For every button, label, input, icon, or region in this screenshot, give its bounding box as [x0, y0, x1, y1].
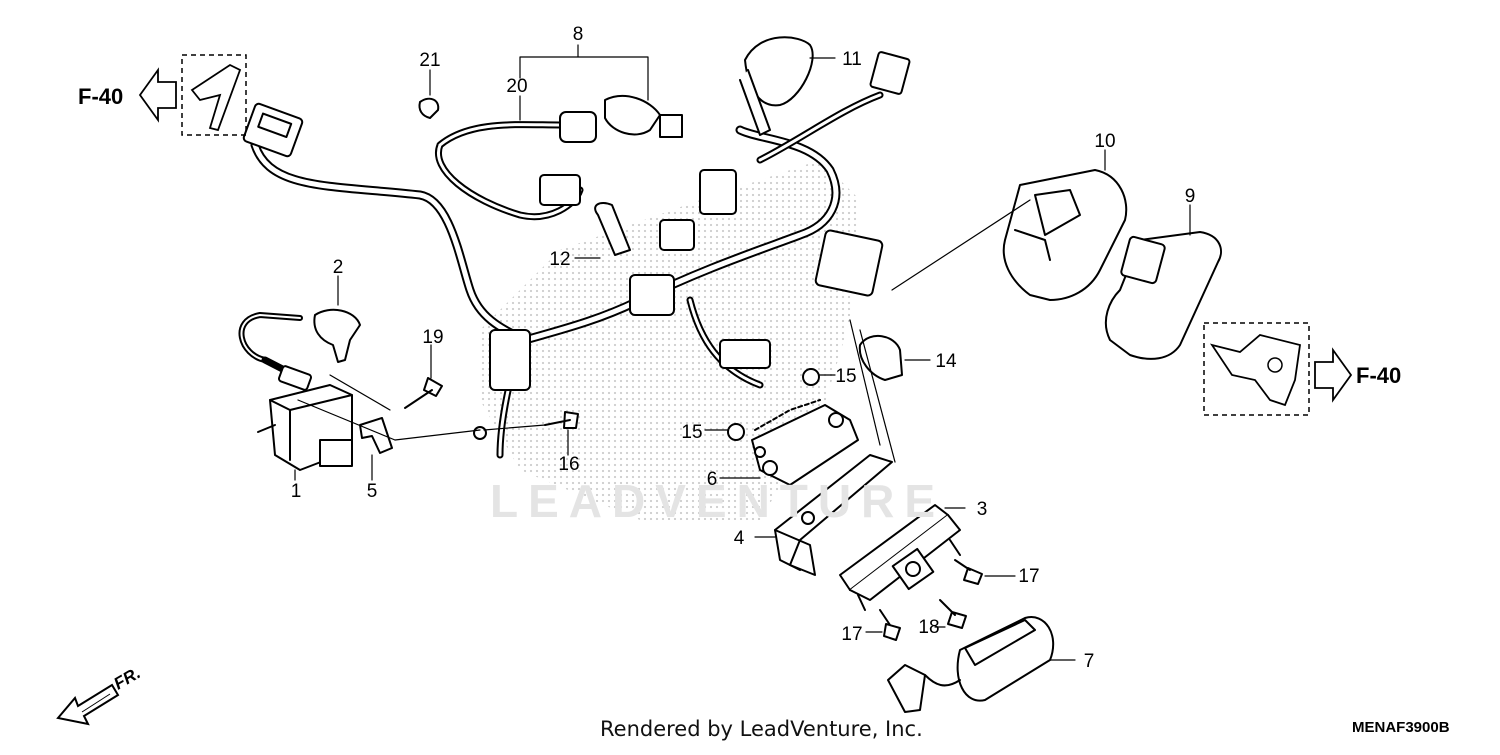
callout-18: 18 [918, 617, 939, 638]
callout-2: 2 [333, 257, 344, 278]
part-21-clip [418, 97, 440, 119]
arrow-left-icon [138, 67, 177, 123]
part-18-bolt [939, 599, 967, 629]
arrow-right-icon [1314, 347, 1353, 403]
part-6-regulator [751, 399, 859, 486]
callout-19: 19 [422, 327, 443, 348]
part-17-bolt-right [954, 559, 983, 585]
ref-left-label: F-40 [78, 84, 123, 109]
leader-lines [294, 44, 1191, 661]
part-15-washer-top [802, 368, 820, 386]
part-4-bracket [774, 454, 893, 576]
callout-14: 14 [935, 351, 957, 372]
front-arrow-icon [56, 683, 120, 726]
callout-20: 20 [506, 76, 527, 97]
callout-5: 5 [367, 481, 378, 502]
part-16-bolt [544, 411, 579, 429]
callout-4: 4 [734, 528, 745, 549]
part-2-plug-cap [238, 308, 361, 391]
watermark: LEADVENTURE [490, 475, 946, 527]
part-3-bracket [839, 504, 961, 611]
callout-10: 10 [1094, 131, 1115, 152]
callout-6: 6 [707, 469, 718, 490]
wire-harness [242, 51, 911, 459]
part-10-cover [1002, 169, 1128, 301]
part-12-clip [594, 202, 631, 256]
ref-box-right [1203, 322, 1310, 416]
callout-1: 1 [291, 481, 302, 502]
footer-credit: Rendered by LeadVenture, Inc. [600, 717, 923, 741]
part-9-module [1104, 231, 1222, 360]
callout-12: 12 [549, 249, 570, 270]
callout-15-left: 15 [681, 422, 702, 443]
part-17-bolt-lower [879, 609, 901, 641]
part-7-capacitor [887, 616, 1055, 713]
callout-9: 9 [1185, 186, 1196, 207]
callout-11: 11 [842, 49, 862, 70]
callout-17-right: 17 [1018, 566, 1039, 587]
diagram-code: MENAF3900B [1352, 719, 1450, 736]
callout-7: 7 [1084, 651, 1095, 672]
callout-21: 21 [419, 50, 440, 71]
part-14-clamp [858, 335, 903, 381]
callout-17-lower: 17 [841, 624, 862, 645]
callout-3: 3 [977, 499, 988, 520]
callout-8: 8 [573, 24, 584, 45]
callout-16: 16 [558, 454, 579, 475]
part-15-washer-left [727, 423, 745, 441]
part-1-ignition-coil [257, 384, 353, 471]
ref-right-label: F-40 [1356, 363, 1401, 388]
ref-box-left [181, 54, 247, 136]
part-19-bolt [404, 377, 443, 409]
part-11-band [739, 36, 814, 136]
part-5-bracket [359, 417, 393, 454]
callout-15-top: 15 [835, 366, 856, 387]
